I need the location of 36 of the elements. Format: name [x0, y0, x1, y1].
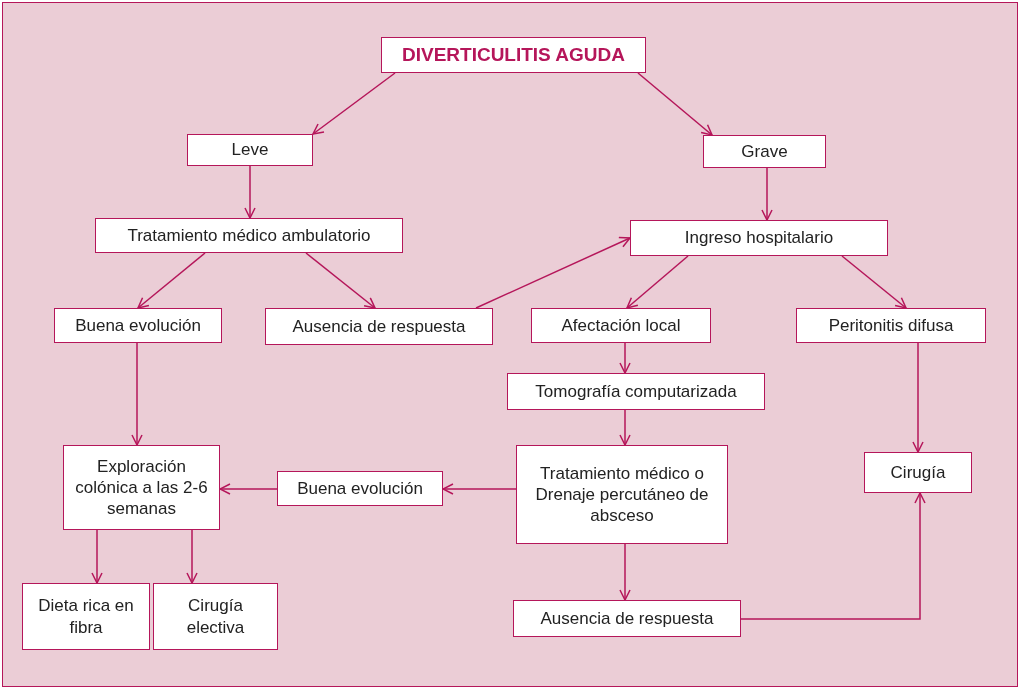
arrow [186, 529, 198, 584]
arrow [305, 252, 376, 309]
process-box: Cirugía electiva [153, 583, 278, 650]
process-box: Tratamiento médico o Drenaje percutáneo de absceso [516, 445, 728, 544]
process-box: Exploración colónica a las 2-6 semanas [63, 445, 220, 530]
arrow [244, 165, 256, 219]
process-box: Buena evolución [54, 308, 222, 343]
arrow [841, 255, 907, 309]
arrow [912, 342, 924, 453]
process-box: Afectación local [531, 308, 711, 343]
process-box: Peritonitis difusa [796, 308, 986, 343]
arrow [637, 72, 713, 136]
title: DIVERTICULITIS AGUDA [381, 37, 646, 73]
arrow [312, 72, 396, 135]
process-box: Tomografía computarizada [507, 373, 765, 410]
process-box: Ausencia de respuesta [265, 308, 493, 345]
arrow [131, 342, 143, 446]
arrow [619, 409, 631, 446]
process-box: Ingreso hospitalario [630, 220, 888, 256]
arrow [137, 252, 206, 309]
arrow [619, 342, 631, 374]
arrow [626, 255, 689, 309]
process-box: Ausencia de respuesta [513, 600, 741, 637]
process-box: Cirugía [864, 452, 972, 493]
arrow [219, 483, 278, 495]
arrow [475, 236, 631, 309]
arrow [761, 167, 773, 221]
arrow [91, 529, 103, 584]
process-box: Buena evolución [277, 471, 443, 506]
arrow [442, 483, 517, 495]
arrow [740, 492, 926, 620]
arrow [619, 543, 631, 601]
process-box: Dieta rica en fibra [22, 583, 150, 650]
process-box: Tratamiento médico ambulatorio [95, 218, 403, 253]
process-box: Leve [187, 134, 313, 166]
process-box: Grave [703, 135, 826, 168]
